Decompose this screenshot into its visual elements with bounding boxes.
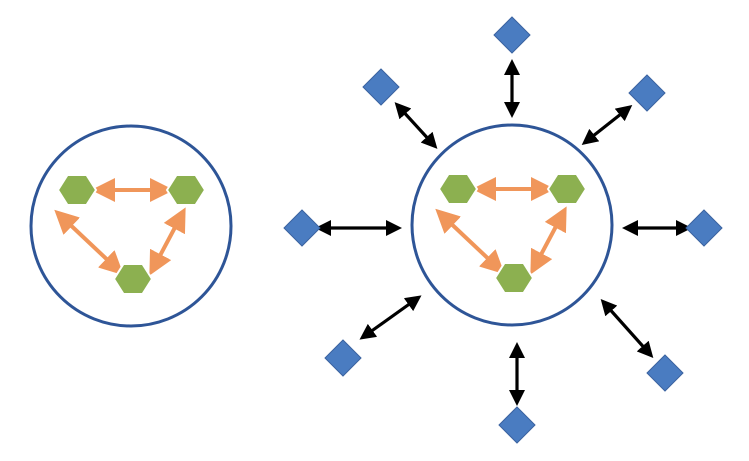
left-arrow-left	[54, 209, 124, 276]
external-link-arrow	[359, 295, 422, 340]
external-node-diamond	[498, 406, 536, 444]
right-node-hexagon	[493, 262, 535, 294]
right-arrow-left	[435, 208, 505, 275]
left-node-hexagon	[56, 174, 98, 206]
left-node-hexagon	[165, 174, 207, 206]
external-node-diamond	[685, 209, 723, 247]
external-link-arrow	[394, 102, 438, 149]
external-link-arrow	[581, 105, 633, 145]
left-cluster	[29, 124, 233, 328]
right-cluster	[283, 16, 723, 444]
external-node-diamond	[283, 209, 321, 247]
right-node-hexagon	[546, 173, 588, 205]
external-node-diamond	[628, 74, 666, 112]
external-node-diamond	[324, 339, 362, 377]
right-node-hexagon	[437, 173, 479, 205]
external-node-diamond	[493, 16, 531, 54]
external-link-arrow	[600, 299, 654, 358]
right-arrow-right	[530, 206, 567, 275]
external-node-diamond	[646, 354, 684, 392]
left-node-hexagon	[112, 263, 154, 295]
left-boundary-circle	[29, 124, 233, 328]
right-boundary-circle	[410, 123, 614, 327]
left-arrow-right	[149, 207, 186, 276]
external-node-diamond	[362, 68, 400, 106]
